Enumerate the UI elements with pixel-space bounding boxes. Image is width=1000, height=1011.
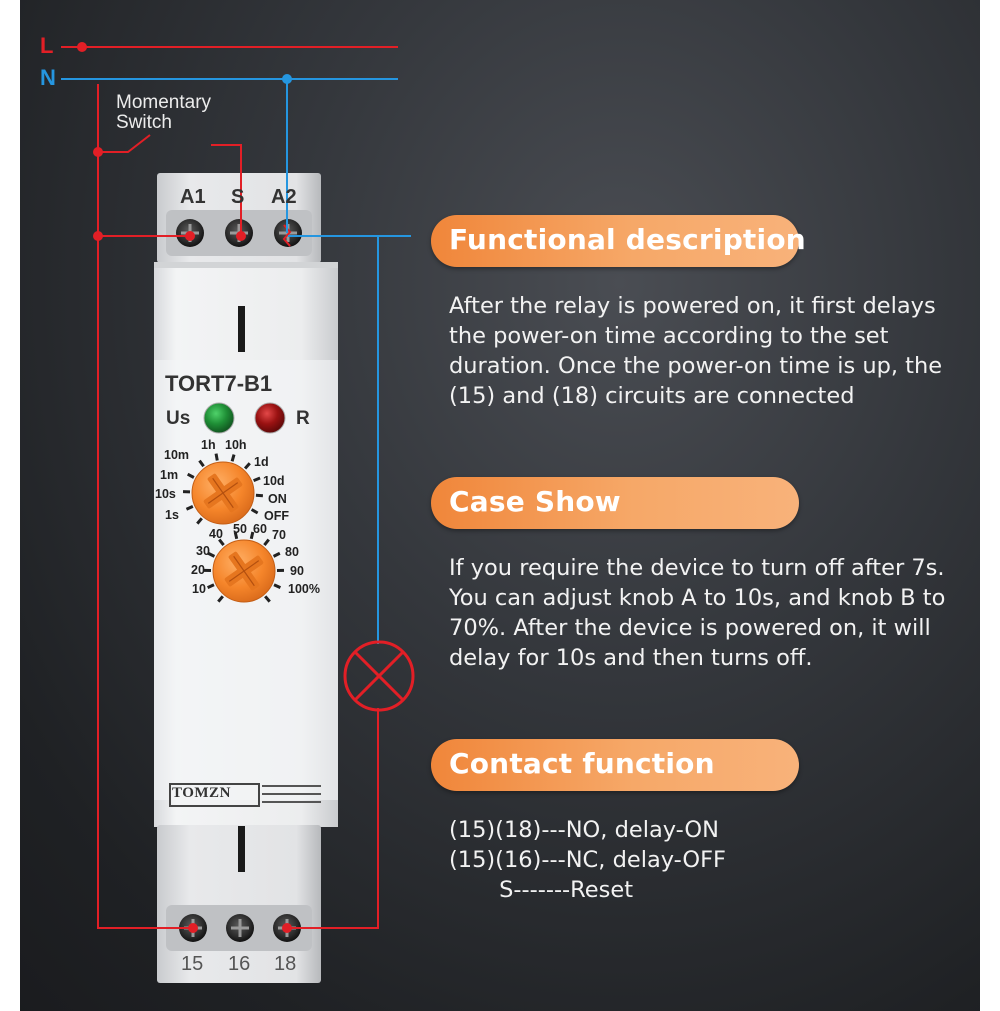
heading-pill-functional-description: Functional description [431, 215, 806, 267]
brand-name: TOMZN [172, 785, 231, 801]
bottom-slot [238, 826, 245, 872]
dial-tick [217, 595, 224, 603]
lamp-load-icon [343, 640, 415, 712]
case-show-text: If you require the device to turn off af… [449, 555, 946, 671]
dial-tick [185, 505, 194, 511]
switch-label-line1: Momentary [116, 92, 212, 113]
contact-function-text: (15)(18)---NO, delay-ON (15)(16)---NC, d… [449, 817, 726, 903]
top-slot [238, 306, 245, 352]
functional-description-text: After the relay is powered on, it first … [449, 293, 943, 409]
knob-a-scale-10m: 10m [164, 448, 190, 462]
heading-pill-contact-function: Contact function [431, 739, 799, 791]
model-name: TORT7-B1 [165, 371, 273, 396]
dial-tick [214, 453, 219, 461]
screw-16[interactable] [226, 914, 254, 942]
knob-a-scale-off: OFF [264, 509, 289, 523]
line-to-15-wire [97, 152, 193, 929]
dial-tick [263, 538, 270, 546]
knob-a-scale-10d: 10d [263, 474, 285, 488]
knob-a-scale-10s: 10s [155, 487, 176, 501]
brand-box [169, 783, 260, 807]
knob-b-scale-30: 30 [196, 544, 210, 558]
dial-tick [218, 538, 225, 546]
dial-tick [233, 531, 239, 540]
dial-tick [273, 583, 282, 589]
terminal-label-s: S [231, 186, 245, 208]
knob-b-ticks [203, 531, 285, 603]
knob-a-ticks [182, 453, 264, 525]
knob-a-scale-1s: 1s [165, 508, 179, 522]
dial-tick [230, 454, 236, 462]
terminal-label-a1: A1 [180, 186, 206, 208]
knob-b-scale-80: 80 [285, 545, 299, 559]
knob-a-scale-10h: 10h [225, 438, 247, 452]
switch-to-s-wire [211, 144, 242, 233]
dial-tick [207, 551, 216, 558]
dial-tick [264, 595, 271, 603]
knob-a[interactable] [191, 461, 255, 525]
knob-b[interactable] [212, 539, 276, 603]
knob-a-scale-on: ON [268, 492, 287, 506]
terminal-label-a2: A2 [271, 186, 297, 208]
led-label-r: R [296, 408, 310, 429]
knob-b-scale-50: 50 [233, 522, 247, 536]
line-wires [61, 46, 398, 929]
dial-tick [272, 551, 281, 558]
terminal-label-15: 15 [181, 953, 204, 975]
terminal-label-18: 18 [274, 953, 297, 975]
knob-a-scale-1m: 1m [160, 468, 179, 482]
dial-tick [253, 476, 261, 483]
knob-b-scale-70: 70 [272, 528, 286, 542]
heading-pill-case-show: Case Show [431, 477, 799, 529]
knob-b-scale-10: 10 [192, 582, 206, 596]
load-return-wire [287, 708, 379, 929]
dial-tick [206, 583, 215, 589]
heading-contact-function: Contact function [449, 747, 715, 780]
left-margin [0, 0, 20, 1011]
terminal-label-16: 16 [228, 953, 251, 975]
dial-tick [186, 472, 195, 479]
dial-tick [198, 459, 205, 468]
neutral-wires [61, 78, 411, 644]
line-label: L [40, 33, 54, 58]
r-led-red [254, 402, 286, 434]
dial-tick [243, 462, 251, 470]
knob-b-scale-90: 90 [290, 564, 304, 578]
right-margin [980, 0, 1000, 1011]
knob-a-scale-1h: 1h [201, 438, 216, 452]
junction-dots [77, 42, 292, 933]
us-led-green [203, 402, 235, 434]
knob-b-scale-100: 100% [288, 582, 320, 596]
knob-b-scale-40: 40 [209, 527, 223, 541]
knob-b-scale-60: 60 [253, 522, 267, 536]
knob-a-scale-1d: 1d [254, 455, 269, 469]
dial-tick [196, 517, 203, 525]
heading-functional-description: Functional description [449, 223, 806, 256]
relay-device [154, 173, 338, 983]
dial-tick [250, 508, 259, 515]
led-label-us: Us [166, 408, 191, 429]
dial-tick [249, 531, 255, 540]
switch-label-line2: Switch [116, 112, 172, 133]
switch-feed-wire [97, 84, 151, 153]
heading-case-show: Case Show [449, 485, 621, 518]
knob-b-scale-20: 20 [191, 563, 205, 577]
neutral-label: N [40, 65, 56, 90]
